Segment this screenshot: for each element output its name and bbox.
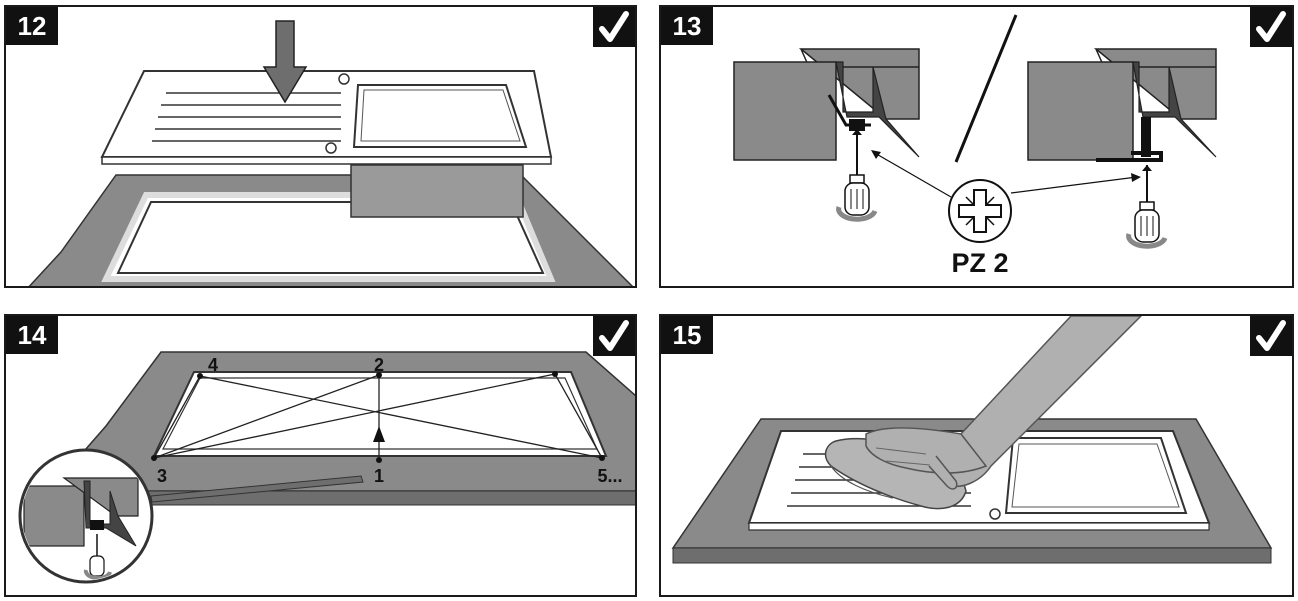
step-number-badge: 13 — [661, 7, 713, 45]
sink-lowering-illustration — [28, 20, 634, 286]
order-label-2: 2 — [374, 355, 384, 375]
clamp-detail-loose — [733, 48, 920, 222]
order-label-4: 4 — [208, 355, 218, 375]
clamp-detail-tightened — [1027, 48, 1217, 249]
order-label-1: 1 — [374, 466, 384, 486]
tightening-sequence-lines — [153, 373, 603, 460]
checkmark-icon — [1250, 316, 1292, 356]
order-label-5: 5... — [597, 466, 622, 486]
alternative-slash — [954, 14, 1018, 163]
step-14-panel: 14 1 2 3 4 5... — [4, 314, 637, 597]
checkmark-icon — [593, 7, 635, 47]
step-13-panel: 13 — [659, 5, 1294, 288]
clamp-magnifier-inset — [18, 448, 154, 584]
checkmark-icon — [593, 316, 635, 356]
order-label-3: 3 — [157, 466, 167, 486]
step-number-badge: 12 — [6, 7, 58, 45]
step-15-panel: 15 — [659, 314, 1294, 597]
step-number-badge: 15 — [661, 316, 713, 354]
step-12-panel: 12 — [4, 5, 637, 288]
step-number-badge: 14 — [6, 316, 58, 354]
checkmark-icon — [1250, 7, 1292, 47]
driver-size-label: PZ 2 — [951, 248, 1008, 278]
sink-outline — [152, 371, 608, 457]
pozidriv-bit-icon — [948, 179, 1012, 243]
